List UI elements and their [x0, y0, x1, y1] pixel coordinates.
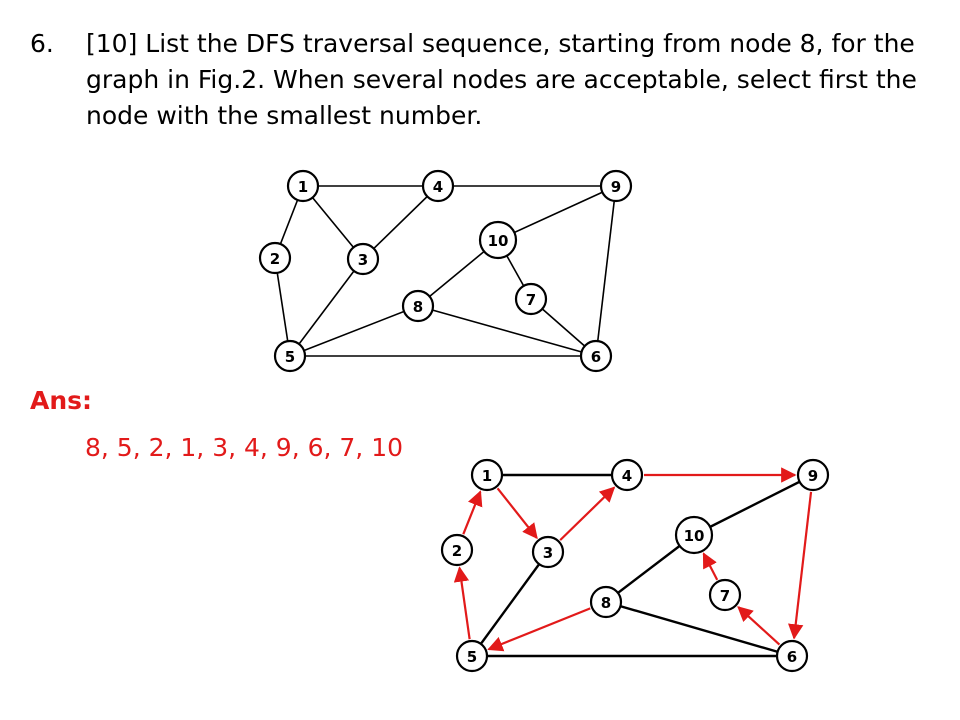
dfs-dfs-edge-1-3 [496, 487, 538, 540]
dfs-node-circle-9 [796, 458, 830, 492]
fig2-edge-8-6 [417, 305, 597, 357]
fig2-node-label-10: 10 [488, 232, 509, 250]
dfs-node-label-5: 5 [467, 648, 477, 666]
fig2-node-label-1: 1 [298, 178, 308, 196]
dfs-dfs-edge-3-4 [559, 486, 616, 541]
dfs-node-circle-8 [589, 585, 623, 619]
fig2-node-label-6: 6 [591, 348, 601, 366]
dfs-node-label-1: 1 [482, 467, 492, 485]
fig2-edge-3-4 [362, 185, 439, 260]
dfs-node-circle-2 [440, 533, 474, 567]
dfs-node-8: 8 [589, 585, 623, 619]
fig2-node-circle-5 [273, 339, 307, 373]
dfs-node-circle-1 [470, 458, 504, 492]
fig2-node-6: 6 [579, 339, 613, 373]
fig2-node-circle-7 [514, 282, 548, 316]
dfs-node-label-2: 2 [452, 542, 462, 560]
dfs-node-2: 2 [440, 533, 474, 567]
dfs-node-5: 5 [455, 639, 489, 673]
dfs-node-1: 1 [470, 458, 504, 492]
fig2-node-9: 9 [599, 169, 633, 203]
dfs-node-label-10: 10 [684, 527, 705, 545]
question-number: 6. [30, 29, 54, 58]
fig2-node-circle-2 [258, 241, 292, 275]
dfs-dfs-edge-9-6 [788, 491, 813, 640]
fig2-edge-2-5 [274, 257, 291, 357]
fig2-node-label-4: 4 [433, 178, 443, 196]
dfs-node-circle-5 [455, 639, 489, 673]
fig2-node-label-7: 7 [526, 291, 536, 309]
dfs-node-circle-6 [775, 639, 809, 673]
dfs-edge-3-5 [471, 551, 549, 657]
fig2-edge-8-5 [289, 305, 419, 357]
dfs-node-label-8: 8 [601, 594, 611, 612]
dfs-dfs-edge-8-5 [487, 607, 591, 652]
fig2-edge-3-5 [289, 258, 364, 357]
dfs-node-3: 3 [531, 535, 565, 569]
fig2-node-10: 10 [478, 220, 518, 260]
dfs-dfs-edge-7-10 [702, 552, 719, 581]
question: 6. [10] List the DFS traversal sequence,… [30, 26, 940, 134]
fig2-node-label-9: 9 [611, 178, 621, 196]
dfs-node-label-6: 6 [787, 648, 797, 666]
dfs-node-circle-7 [708, 578, 742, 612]
question-text: [10] List the DFS traversal sequence, st… [86, 29, 917, 130]
fig2-edge-9-10 [497, 185, 617, 241]
fig2-node-1: 1 [286, 169, 320, 203]
fig2-node-circle-6 [579, 339, 613, 373]
dfs-dfs-edge-6-7 [737, 606, 781, 646]
dfs-dfs-edge-2-1 [462, 490, 483, 535]
answer-sequence: 8, 5, 2, 1, 3, 4, 9, 6, 7, 10 [85, 433, 404, 462]
dfs-node-label-9: 9 [808, 467, 818, 485]
fig2-node-3: 3 [346, 242, 380, 276]
fig2-node-circle-4 [421, 169, 455, 203]
fig2-node-label-3: 3 [358, 251, 368, 269]
dfs-edge-9-10 [693, 473, 814, 537]
dfs-node-4: 4 [610, 458, 644, 492]
fig2-node-8: 8 [401, 289, 435, 323]
fig2-node-7: 7 [514, 282, 548, 316]
dfs-dfs-edge-5-2 [453, 566, 471, 640]
dfs-node-6: 6 [775, 639, 809, 673]
fig2-node-4: 4 [421, 169, 455, 203]
answer-label: Ans: [30, 386, 93, 415]
fig2-node-label-8: 8 [413, 298, 423, 316]
dfs-node-9: 9 [796, 458, 830, 492]
fig2-node-circle-9 [599, 169, 633, 203]
fig2-node-circle-10 [478, 220, 518, 260]
fig2-node-circle-1 [286, 169, 320, 203]
dfs-node-label-4: 4 [622, 467, 632, 485]
dfs-node-label-7: 7 [720, 587, 730, 605]
fig2-node-circle-3 [346, 242, 380, 276]
dfs-node-circle-3 [531, 535, 565, 569]
dfs-node-circle-10 [674, 515, 714, 555]
dfs-node-circle-4 [610, 458, 644, 492]
dfs-node-label-3: 3 [543, 544, 553, 562]
dfs-edge-8-6 [605, 600, 793, 658]
fig2-node-label-2: 2 [270, 250, 280, 268]
fig2-node-2: 2 [258, 241, 292, 275]
fig2-node-circle-8 [401, 289, 435, 323]
dfs-node-10: 10 [674, 515, 714, 555]
fig2-node-5: 5 [273, 339, 307, 373]
dfs-node-7: 7 [708, 578, 742, 612]
fig2-node-label-5: 5 [285, 348, 295, 366]
fig2-edge-9-6 [595, 185, 617, 357]
